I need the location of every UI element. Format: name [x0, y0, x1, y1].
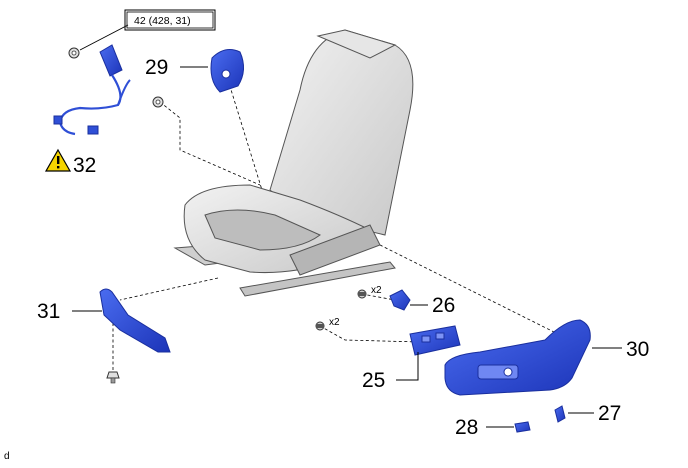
callout-31: 31 [37, 300, 60, 323]
callout-32: 32 [73, 154, 96, 177]
callout-26: 26 [432, 294, 455, 317]
callout-30: 30 [626, 338, 649, 361]
callout-29: 29 [145, 56, 168, 79]
part-27-knob [554, 405, 566, 423]
part-42-clip [68, 47, 164, 108]
callout-25: 25 [362, 369, 385, 392]
part-28-knob [514, 421, 531, 433]
screw-upper [357, 289, 367, 299]
clip-under-31 [106, 371, 120, 384]
callout-42-box: 42 (428, 31) [79, 9, 216, 51]
leader-25 [396, 352, 419, 381]
callout-28: 28 [455, 416, 478, 439]
part-26-bracket [389, 289, 411, 311]
callout-42-text: 42 (428, 31) [134, 15, 191, 27]
part-32-buckle-harness [53, 44, 131, 136]
quantity-lower: x2 [329, 317, 340, 328]
part-29-cover [210, 49, 244, 93]
part-31-cover [99, 288, 171, 353]
part-25-switch [409, 325, 461, 356]
seat-assembly [173, 29, 414, 297]
warning-triangle-icon [44, 148, 72, 172]
dashed-leaders [112, 79, 571, 372]
part-30-side-cover [444, 319, 591, 396]
corner-label: d [4, 451, 10, 462]
quantity-upper: x2 [371, 285, 382, 296]
callout-27: 27 [598, 402, 621, 425]
screw-lower [315, 321, 325, 331]
